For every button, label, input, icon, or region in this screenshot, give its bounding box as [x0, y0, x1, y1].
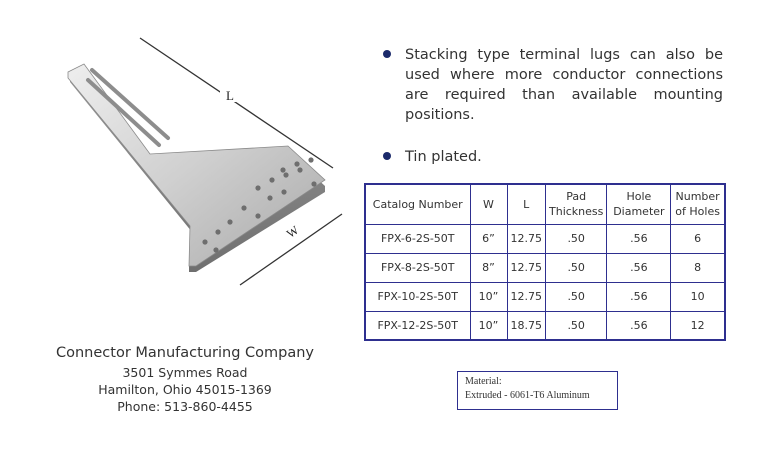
cell-l: 18.75: [506, 310, 546, 341]
header-w: W: [469, 183, 508, 225]
company-address: Connector Manufacturing Company 3501 Sym…: [40, 345, 330, 415]
table-header-row: Catalog Number W L Pad Thickness Hole Di…: [364, 183, 726, 225]
company-name: Connector Manufacturing Company: [56, 345, 314, 361]
feature-list: Stacking type terminal lugs can also be …: [383, 45, 723, 189]
table-row: FPX-8-2S-50T 8” 12.75 .50 .56 8: [364, 252, 726, 283]
street-address: 3501 Symmes Road: [122, 365, 248, 380]
mounting-holes: [202, 157, 317, 253]
length-label: L: [226, 88, 234, 103]
feature-item-stacking: Stacking type terminal lugs can also be …: [383, 45, 723, 125]
cell-number-of-holes: 12: [670, 310, 726, 341]
cell-catalog-number: FPX-8-2S-50T: [364, 252, 471, 283]
cell-l: 12.75: [506, 252, 546, 283]
cell-catalog-number: FPX-6-2S-50T: [364, 223, 471, 254]
header-pad-thickness: Pad Thickness: [544, 183, 608, 225]
header-number-of-holes: Number of Holes: [670, 183, 726, 225]
feature-item-plating: Tin plated.: [383, 147, 723, 167]
cell-catalog-number: FPX-12-2S-50T: [364, 310, 471, 341]
cell-w: 8”: [469, 252, 508, 283]
cell-hole-diameter: .56: [606, 310, 672, 341]
cell-number-of-holes: 6: [670, 223, 726, 254]
length-dimension: L: [139, 37, 334, 169]
cell-number-of-holes: 8: [670, 252, 726, 283]
feature-text: Stacking type terminal lugs can also be …: [405, 47, 723, 123]
header-hole-diameter: Hole Diameter: [606, 183, 672, 225]
product-illustration: L W: [67, 37, 343, 286]
cell-w: 6”: [469, 223, 508, 254]
cell-w: 10”: [469, 310, 508, 341]
feature-text: Tin plated.: [405, 149, 482, 165]
cell-l: 12.75: [506, 281, 546, 312]
table-row: FPX-12-2S-50T 10” 18.75 .50 .56 12: [364, 310, 726, 341]
cell-w: 10”: [469, 281, 508, 312]
cell-l: 12.75: [506, 223, 546, 254]
cell-catalog-number: FPX-10-2S-50T: [364, 281, 471, 312]
cell-pad-thickness: .50: [544, 281, 608, 312]
table-row: FPX-6-2S-50T 6” 12.75 .50 .56 6: [364, 223, 726, 254]
spec-table: Catalog Number W L Pad Thickness Hole Di…: [364, 183, 726, 341]
width-dimension: W: [239, 213, 343, 286]
table-row: FPX-10-2S-50T 10” 12.75 .50 .56 10: [364, 281, 726, 312]
cell-hole-diameter: .56: [606, 223, 672, 254]
material-label: Material:: [465, 376, 502, 387]
header-catalog-number: Catalog Number: [364, 183, 471, 225]
cell-pad-thickness: .50: [544, 252, 608, 283]
city-state-zip: Hamilton, Ohio 45015-1369: [98, 382, 272, 397]
cell-pad-thickness: .50: [544, 223, 608, 254]
cell-hole-diameter: .56: [606, 281, 672, 312]
bullet-dot-icon: [383, 50, 391, 58]
material-box: Material: Extruded - 6061-T6 Aluminum: [457, 371, 618, 410]
header-l: L: [506, 183, 546, 225]
slot-2: [86, 78, 161, 147]
cell-number-of-holes: 10: [670, 281, 726, 312]
material-value: Extruded - 6061-T6 Aluminum: [465, 390, 590, 401]
phone-number: Phone: 513-860-4455: [117, 399, 253, 414]
bullet-dot-icon: [383, 152, 391, 160]
cell-hole-diameter: .56: [606, 252, 672, 283]
slot-1: [90, 68, 170, 140]
cell-pad-thickness: .50: [544, 310, 608, 341]
